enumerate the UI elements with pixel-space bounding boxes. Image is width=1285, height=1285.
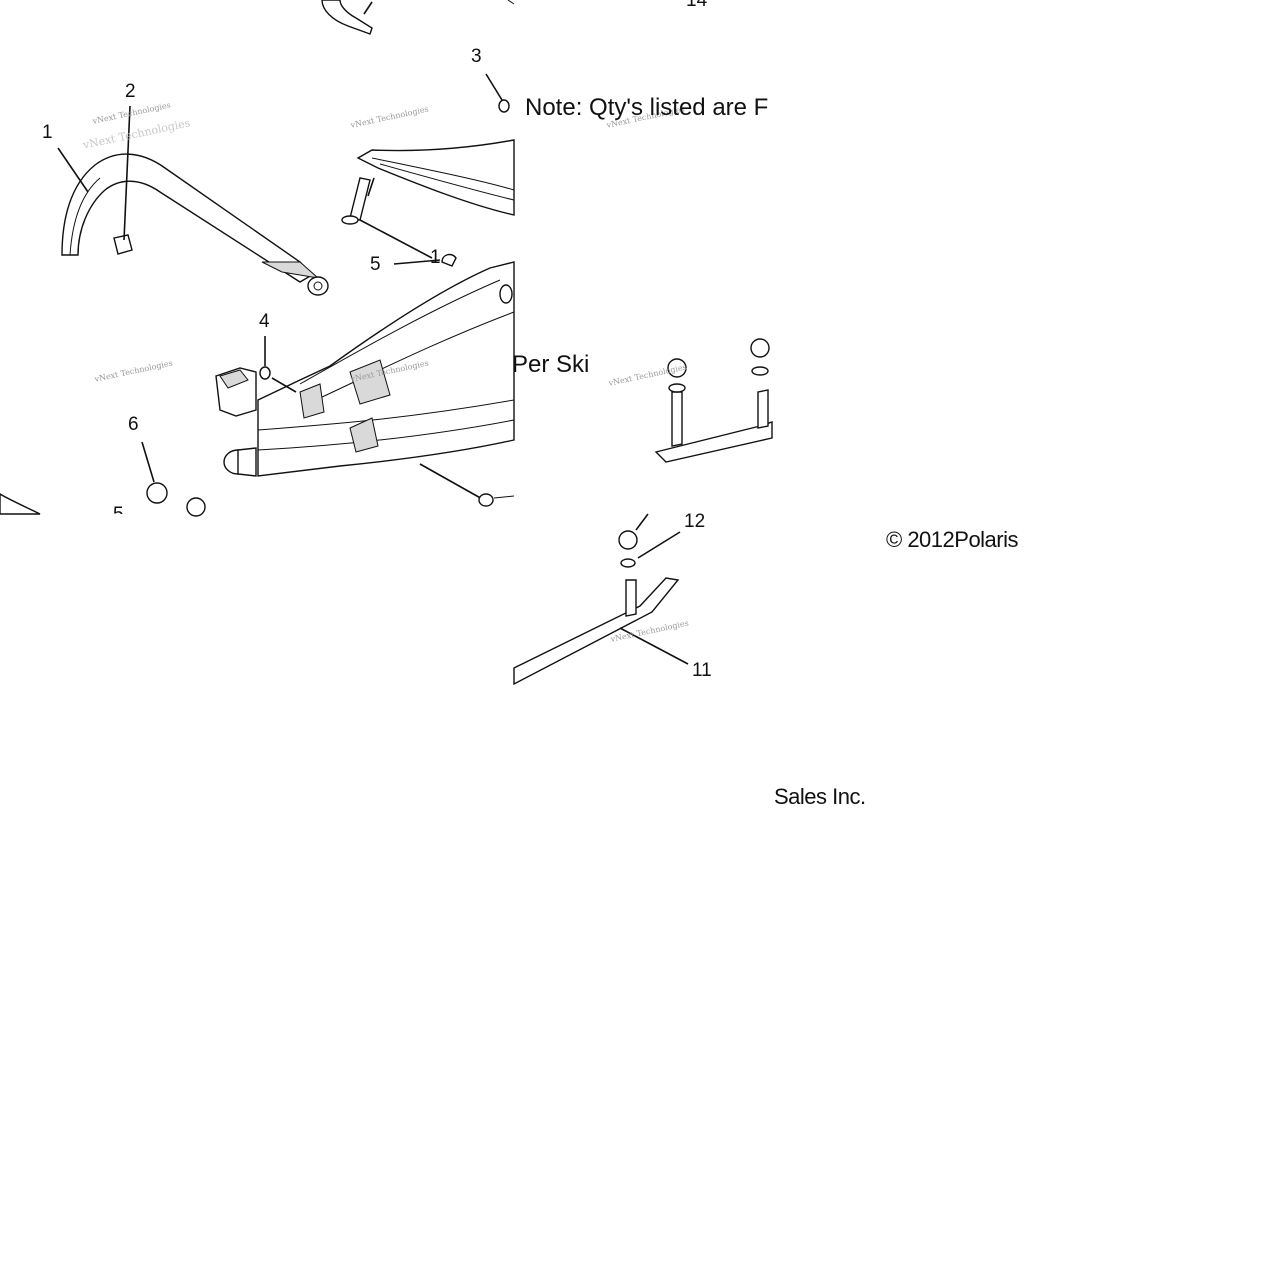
leader-11	[619, 627, 689, 665]
copyright-line-1: © 2012Polaris	[886, 527, 1019, 552]
ski-top-part	[341, 139, 515, 225]
callout-5-lower: 5	[113, 505, 124, 514]
note-per-ski-fragment: Per Ski	[512, 351, 590, 378]
wear-bar-part	[513, 530, 680, 686]
callout-4: 4	[259, 311, 270, 332]
leader-5a	[393, 259, 441, 265]
runner-bar-part	[654, 338, 773, 463]
leader-2	[123, 105, 131, 241]
callout-1-partial: 1	[430, 247, 441, 268]
leader-3	[485, 73, 503, 101]
callout-2: 2	[125, 81, 136, 102]
leader-6	[141, 441, 155, 483]
leader-12	[637, 531, 681, 559]
note-qty-fragment: Note: Qty's listed are F	[525, 96, 769, 120]
spindle-bracket-part	[0, 367, 257, 517]
ski-body-part	[257, 261, 515, 507]
callout-14: 14	[686, 0, 708, 11]
ski-loop-part	[61, 153, 329, 296]
callout-11: 11	[692, 660, 712, 681]
callout-1: 1	[42, 122, 53, 143]
callout-5: 5	[370, 254, 381, 275]
callout-3: 3	[471, 46, 482, 67]
callout-6: 6	[128, 414, 139, 435]
leader-1	[57, 147, 89, 193]
callout-12: 12	[684, 511, 706, 532]
copyright-line-2: Sales Inc.	[774, 784, 866, 809]
